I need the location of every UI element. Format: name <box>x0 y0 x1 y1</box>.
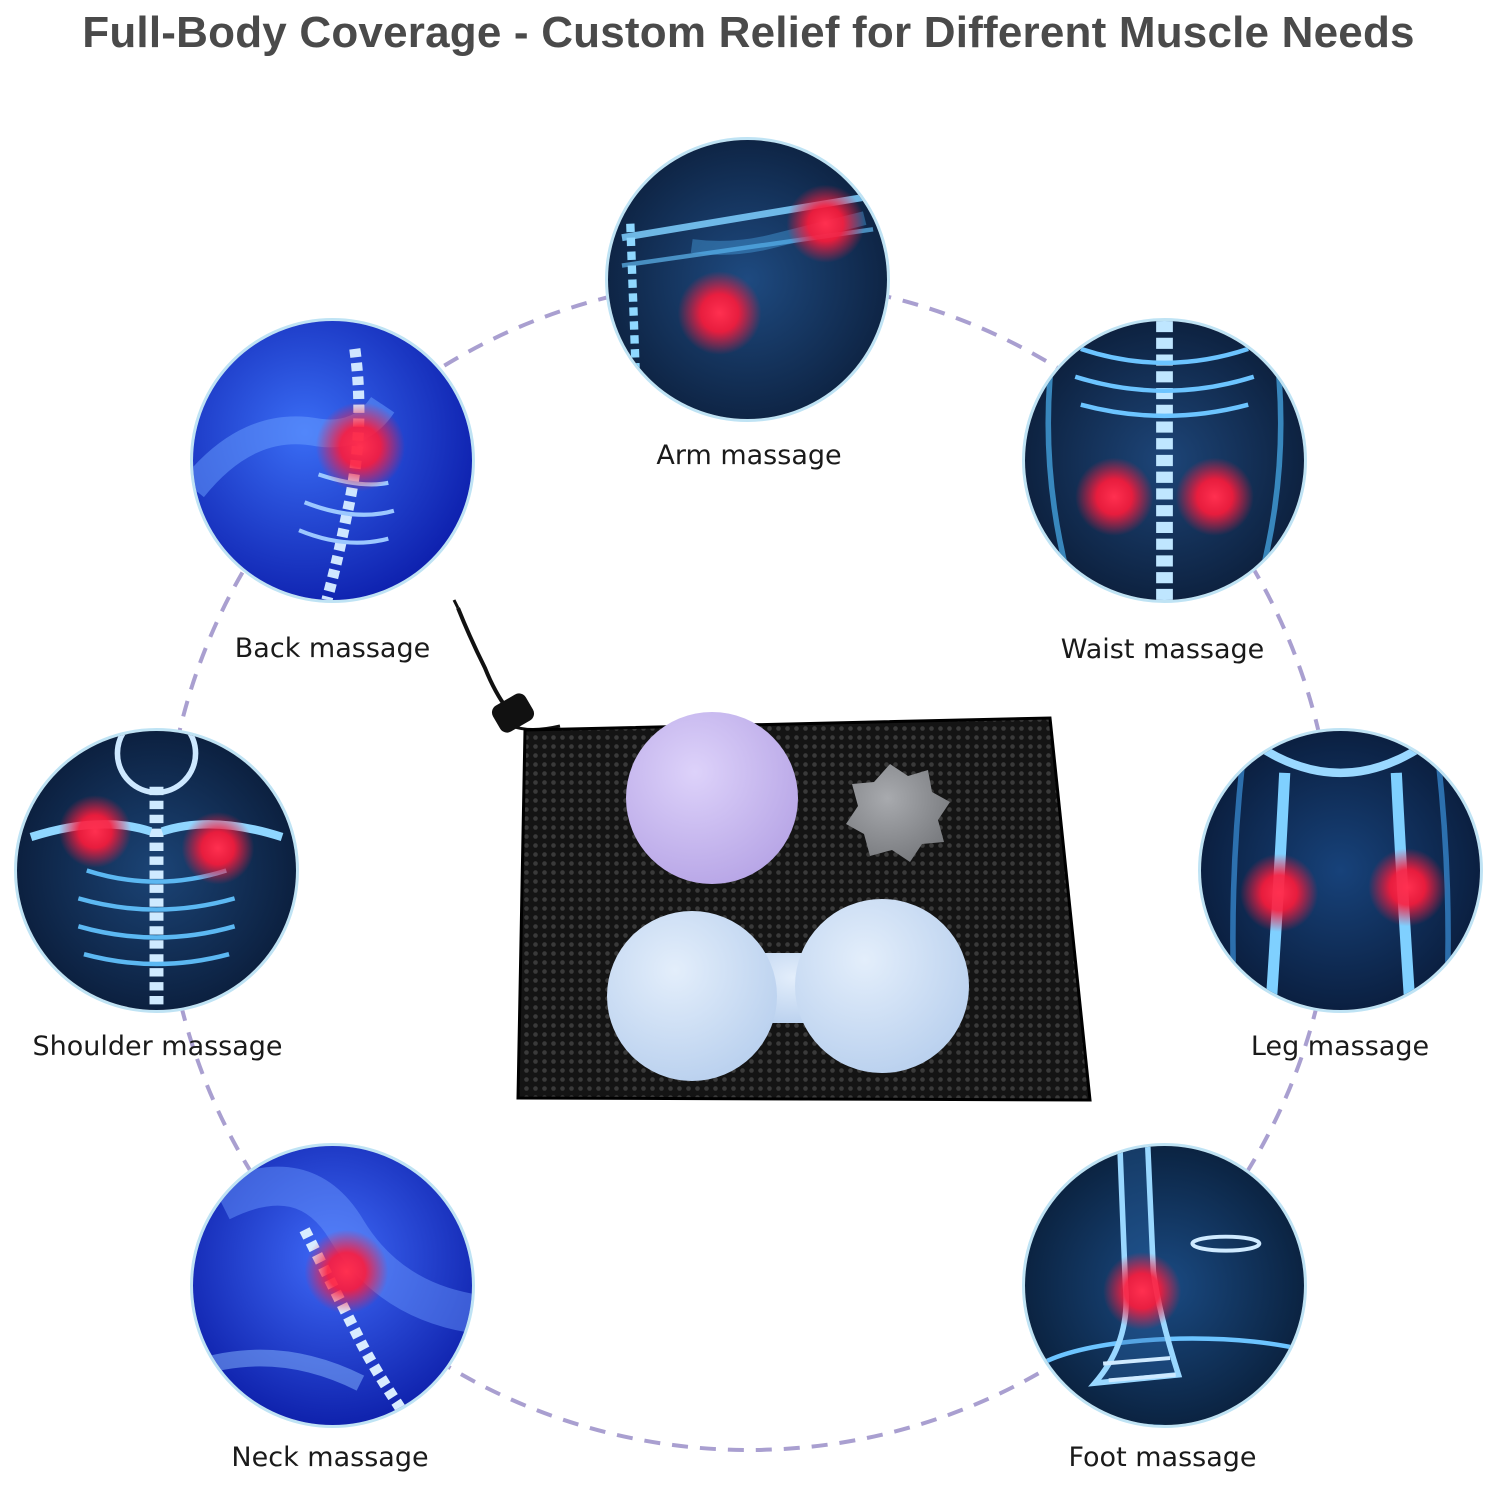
leg-xray-icon <box>1198 728 1483 1013</box>
leg-massage-label: Leg massage <box>1250 1031 1430 1062</box>
arm-xray-icon <box>605 137 890 422</box>
foot-xray-icon <box>1022 1143 1307 1428</box>
arm-massage-label: Arm massage <box>656 440 842 471</box>
purple-massage-ball-icon <box>626 712 798 884</box>
neck-massage-label: Neck massage <box>231 1442 429 1473</box>
foot-massage-label: Foot massage <box>1068 1442 1257 1473</box>
page-title: Full-Body Coverage - Custom Relief for D… <box>82 8 1415 57</box>
spiky-massage-ball-icon <box>846 764 950 862</box>
shoulder-xray-icon <box>14 728 299 1013</box>
back-massage-label: Back massage <box>234 633 431 664</box>
shoulder-massage-label: Shoulder massage <box>32 1031 283 1062</box>
product-group <box>452 599 1092 1102</box>
neck-xray-icon <box>190 1143 475 1428</box>
back-xray-icon <box>190 318 475 603</box>
waist-massage-label: Waist massage <box>1060 634 1265 665</box>
peanut-massage-ball-icon <box>607 899 969 1081</box>
waist-xray-icon <box>1022 318 1307 603</box>
